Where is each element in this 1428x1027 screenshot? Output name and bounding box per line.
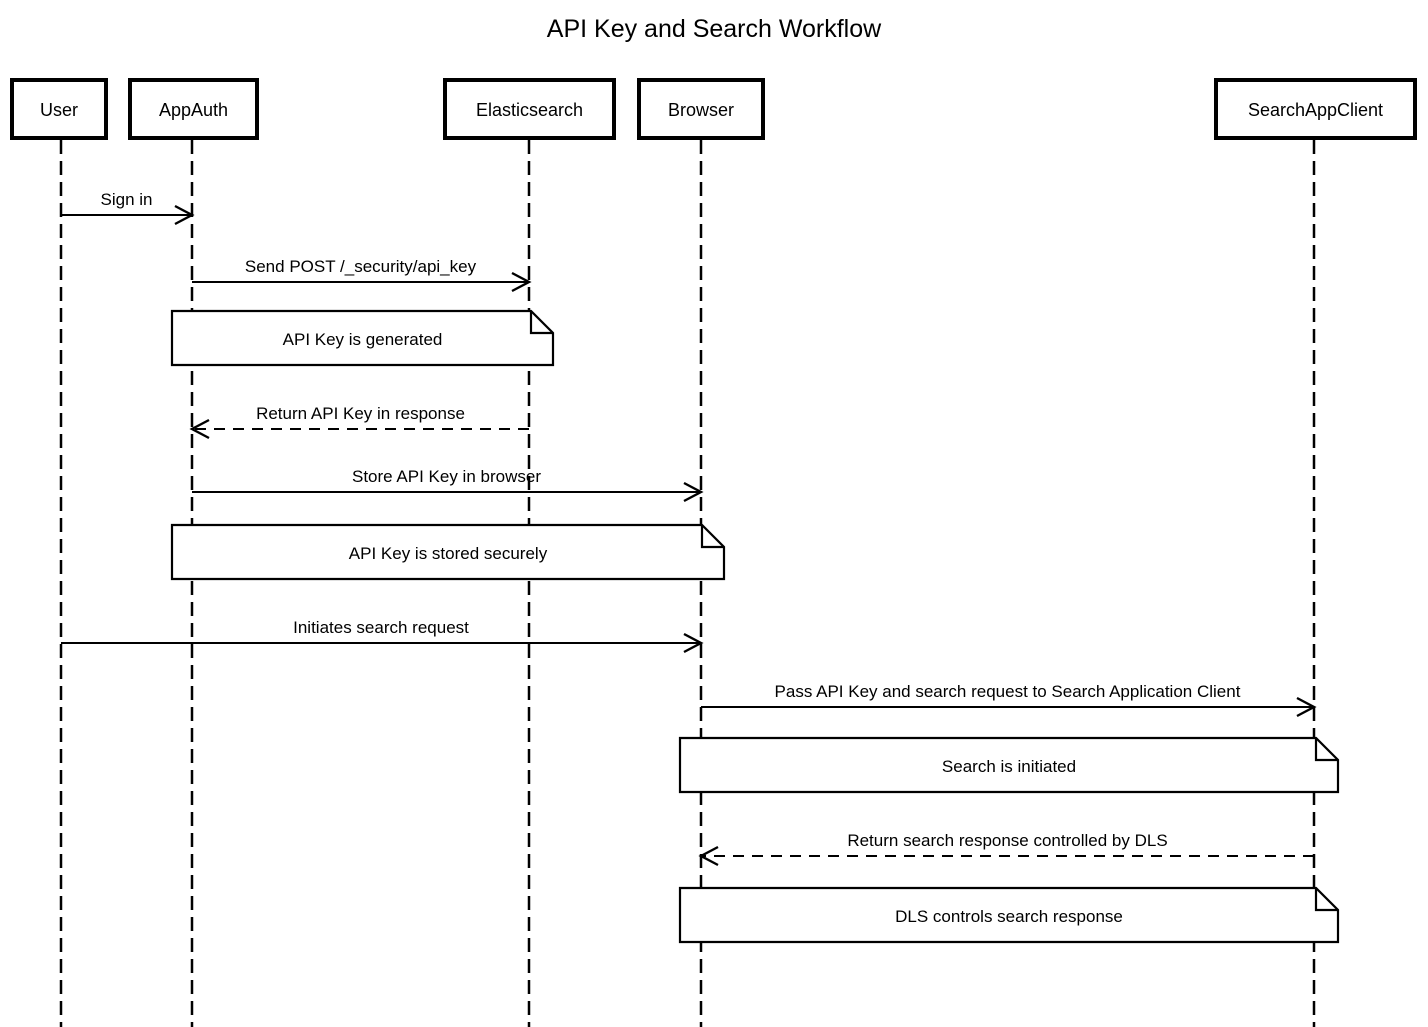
note-body-n2 — [170, 523, 726, 581]
message-m4: Store API Key in browser — [192, 467, 704, 503]
arrow-head-m2 — [511, 271, 532, 293]
message-m3: Return API Key in response — [189, 404, 529, 440]
participant-label-elastic: Elasticsearch — [476, 100, 583, 120]
arrow-head-m4 — [683, 481, 704, 503]
note-label-n2: API Key is stored securely — [349, 544, 548, 563]
note-fold-n2 — [700, 525, 724, 549]
participant-box-user — [10, 78, 108, 140]
note-n1: API Key is generated — [170, 309, 555, 367]
note-body-n3 — [678, 736, 1340, 794]
arrow-head-m3 — [189, 418, 210, 440]
participant-browser[interactable]: Browser — [637, 78, 765, 140]
message-m7: Return search response controlled by DLS — [698, 831, 1314, 867]
participant-label-browser: Browser — [668, 100, 734, 120]
participant-box-searchapp — [1214, 78, 1417, 140]
message-m1: Sign in — [61, 190, 195, 226]
participant-label-user: User — [40, 100, 78, 120]
message-label-m6: Pass API Key and search request to Searc… — [775, 682, 1241, 701]
arrow-head-m7 — [698, 845, 719, 867]
note-n3: Search is initiated — [678, 736, 1340, 794]
message-label-m2: Send POST /_security/api_key — [245, 257, 477, 276]
message-m2: Send POST /_security/api_key — [192, 257, 532, 293]
participant-box-appauth — [128, 78, 259, 140]
participant-searchapp[interactable]: SearchAppClient — [1214, 78, 1417, 140]
participants-layer: User AppAuth Elasticsearch Browser SearchApp… — [10, 78, 1417, 140]
participant-box-browser — [637, 78, 765, 140]
note-fold-n3 — [1314, 738, 1338, 762]
arrow-head-m1 — [174, 204, 195, 226]
participant-user[interactable]: User — [10, 78, 108, 140]
note-label-n3: Search is initiated — [942, 757, 1076, 776]
message-m5: Initiates search request — [61, 618, 704, 654]
message-label-m4: Store API Key in browser — [352, 467, 541, 486]
note-fold-n4 — [1314, 888, 1338, 912]
messages-layer: Sign in Send POST /_security/api_keyRetur… — [61, 190, 1317, 867]
arrow-head-m5 — [683, 632, 704, 654]
message-label-m3: Return API Key in response — [256, 404, 465, 423]
participant-box-elastic — [443, 78, 616, 140]
note-n4: DLS controls search response — [678, 886, 1340, 944]
diagram-title: API Key and Search Workflow — [547, 15, 882, 43]
note-body-n4 — [678, 886, 1340, 944]
note-label-n1: API Key is generated — [283, 330, 443, 349]
message-label-m5: Initiates search request — [293, 618, 469, 637]
participant-label-searchapp: SearchAppClient — [1248, 100, 1383, 120]
note-label-n4: DLS controls search response — [895, 907, 1123, 926]
participant-appauth[interactable]: AppAuth — [128, 78, 259, 140]
note-body-n1 — [170, 309, 555, 367]
note-n2: API Key is stored securely — [170, 523, 726, 581]
lifelines-layer — [59, 140, 1316, 1027]
arrow-head-m6 — [1296, 696, 1317, 718]
participant-label-appauth: AppAuth — [159, 100, 228, 120]
message-m6: Pass API Key and search request to Searc… — [701, 682, 1317, 718]
message-label-m1: Sign in — [101, 190, 153, 209]
note-fold-n1 — [529, 311, 553, 335]
message-label-m7: Return search response controlled by DLS — [847, 831, 1167, 850]
participant-elastic[interactable]: Elasticsearch — [443, 78, 616, 140]
